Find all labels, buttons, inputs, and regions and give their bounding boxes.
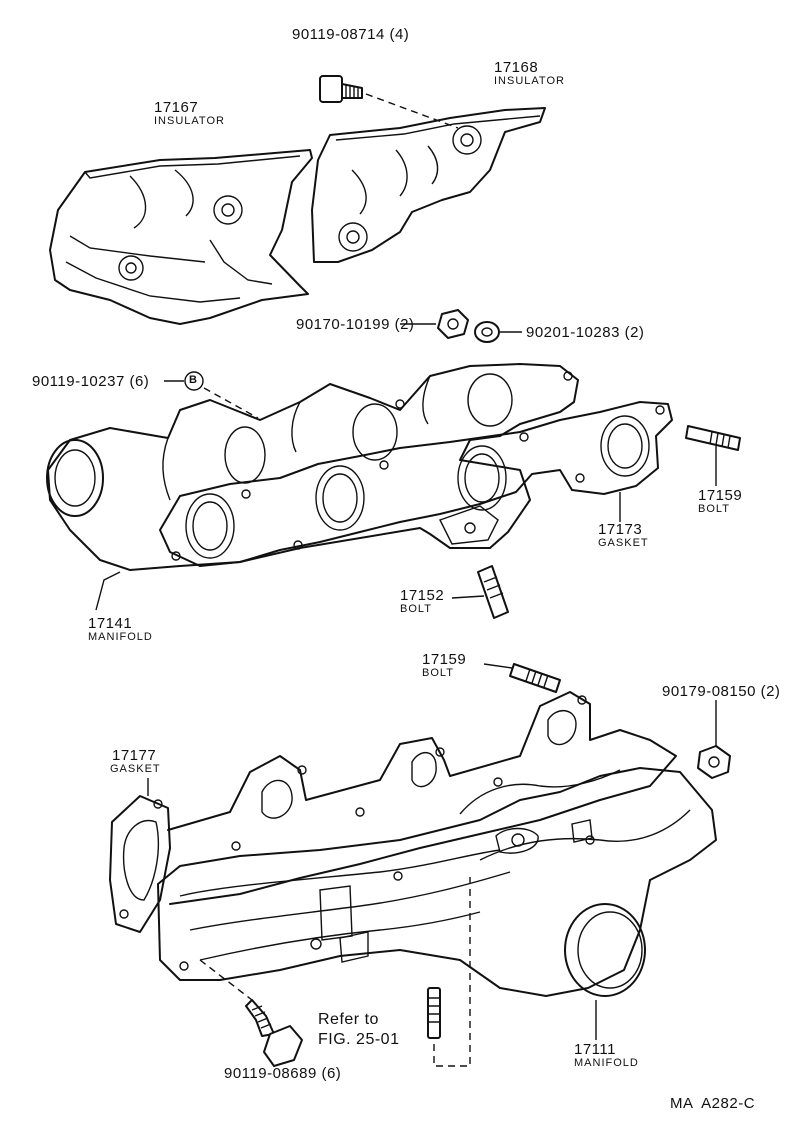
label-exhaust-manifold-number: 17141 xyxy=(88,615,133,632)
label-bolt-insulator: 90119-08714 (4) xyxy=(292,26,410,43)
label-stud-intake-number: 17159 xyxy=(422,651,467,668)
reference-stud-drawing xyxy=(427,872,471,1067)
label-washer-upper: 90201-10283 (2) xyxy=(526,324,645,341)
label-stud-right-name: BOLT xyxy=(698,503,730,515)
upper-nut-washer-drawing xyxy=(400,309,522,343)
label-gasket-exhaust-name: GASKET xyxy=(598,537,649,549)
left-insulator-drawing xyxy=(49,149,313,325)
label-stud-center-number: 17152 xyxy=(400,587,445,604)
intake-gasket-drawing xyxy=(109,691,677,933)
label-insulator-right-number: 17168 xyxy=(494,59,539,76)
exhaust-gasket-drawing xyxy=(159,401,673,567)
intake-stud-drawing xyxy=(483,663,561,693)
label-gasket-exhaust-number: 17173 xyxy=(598,521,643,538)
label-nut-intake: 90179-08150 (2) xyxy=(662,683,781,700)
label-gasket-intake-name: GASKET xyxy=(110,763,161,775)
insulator-bolt-drawing xyxy=(319,75,459,129)
right-stud-drawing xyxy=(685,425,741,486)
bolt-b-marker: B xyxy=(189,374,197,386)
label-intake-manifold-number: 17111 xyxy=(574,1041,616,1058)
reference-line-1: Refer to xyxy=(318,1011,379,1028)
label-stud-intake-name: BOLT xyxy=(422,667,454,679)
label-insulator-left-name: INSULATOR xyxy=(154,115,225,127)
reference-line-2: FIG. 25-01 xyxy=(318,1031,400,1048)
intake-manifold-drawing xyxy=(157,767,717,1040)
label-bolt-intake: 90119-08689 (6) xyxy=(224,1065,342,1082)
label-intake-manifold-name: MANIFOLD xyxy=(574,1057,639,1069)
label-bolt-manifold: 90119-10237 (6) xyxy=(32,373,150,390)
label-gasket-intake-number: 17177 xyxy=(112,747,157,764)
right-insulator-drawing xyxy=(311,107,546,263)
label-stud-right-number: 17159 xyxy=(698,487,743,504)
label-stud-center-name: BOLT xyxy=(400,603,432,615)
intake-nut-drawing xyxy=(697,700,731,779)
intake-bolt-drawing xyxy=(199,959,303,1067)
label-insulator-left-number: 17167 xyxy=(154,99,199,116)
label-nut-upper: 90170-10199 (2) xyxy=(296,316,415,333)
center-stud-drawing xyxy=(451,565,509,619)
drawing-code: MA A282-C xyxy=(670,1095,756,1112)
bolt-b-marker-drawing xyxy=(164,371,259,419)
label-exhaust-manifold-name: MANIFOLD xyxy=(88,631,153,643)
label-insulator-right-name: INSULATOR xyxy=(494,75,565,87)
